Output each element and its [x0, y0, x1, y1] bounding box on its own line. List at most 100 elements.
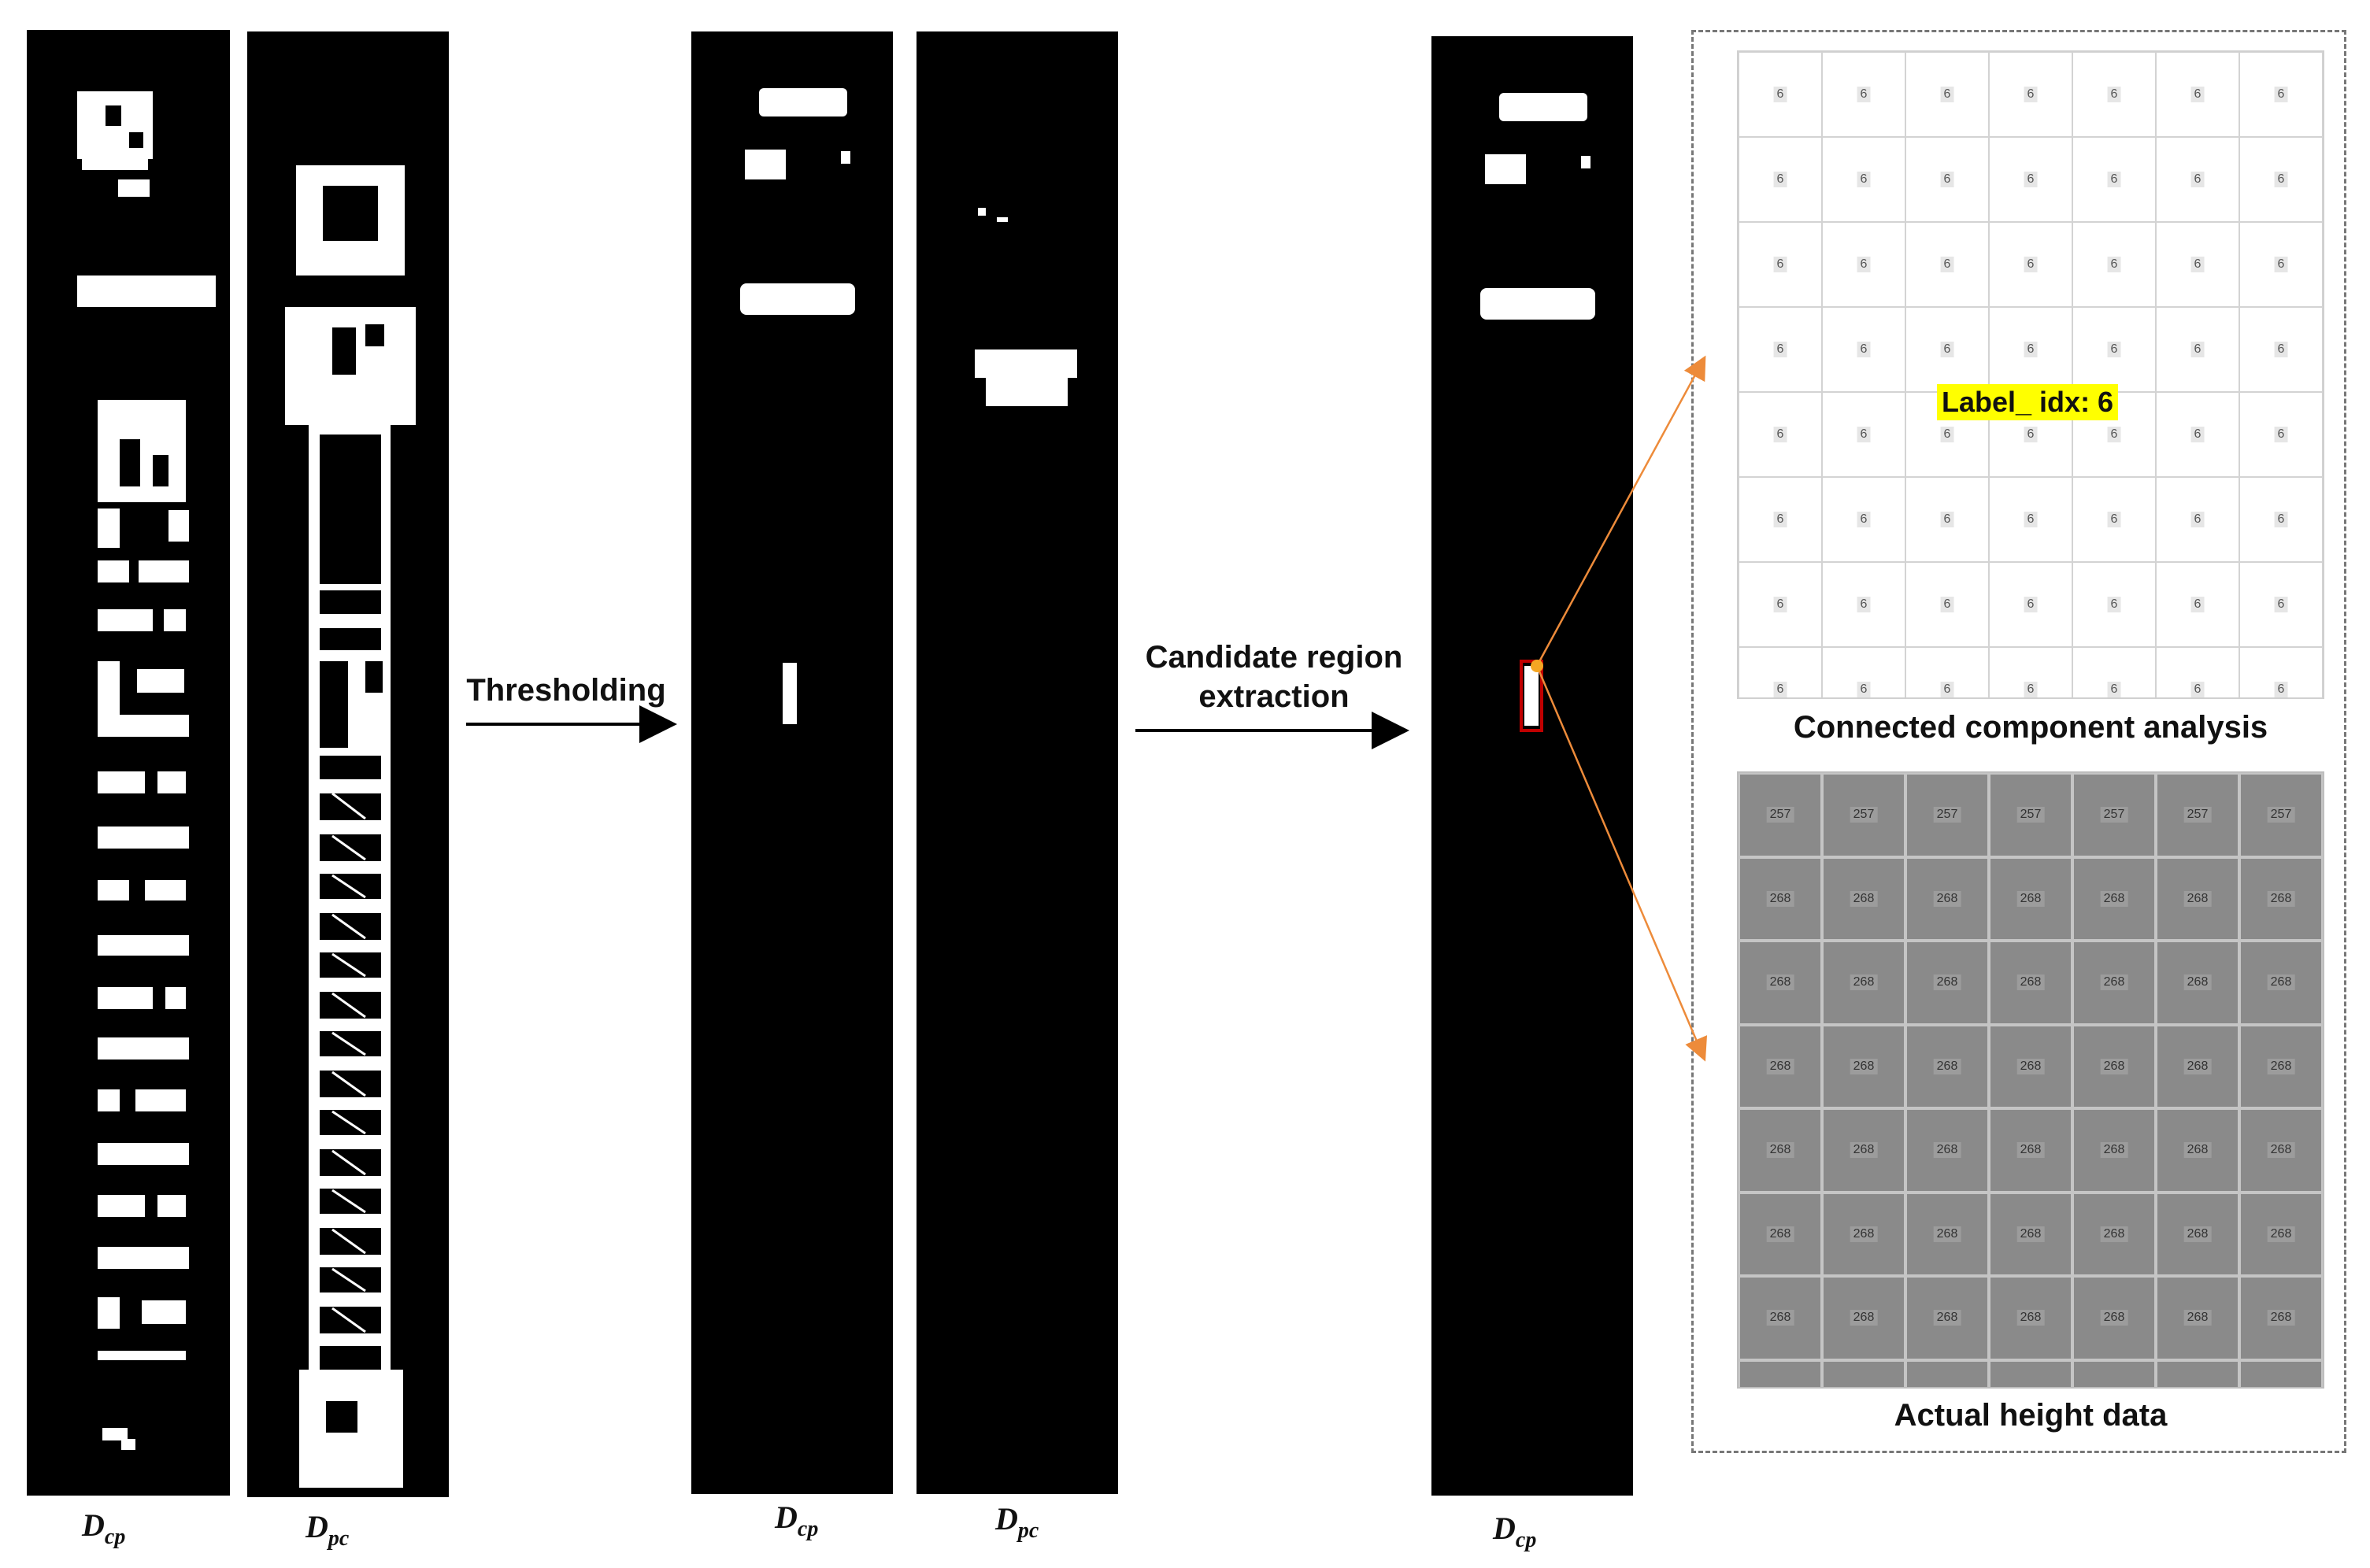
grid-cell: 268: [1905, 1359, 1989, 1387]
grid-cell-value: 6: [1940, 87, 1954, 102]
grid-cell-value: 257: [1933, 807, 1961, 823]
grid-cell-value: 6: [2190, 597, 2205, 612]
grid-cell: 6: [2156, 52, 2239, 137]
threshold-dcp-label: Dcp: [775, 1499, 818, 1541]
grid-cell: 6: [2156, 307, 2239, 392]
grid-cell-value: 268: [1850, 1142, 1878, 1159]
grid-cell-value: 6: [2107, 87, 2121, 102]
grid-cell: 6: [2156, 392, 2239, 477]
grid-cell: 268: [1905, 1024, 1989, 1108]
thresholding-label: Thresholding: [466, 673, 666, 708]
connected-component-caption: Connected component analysis: [1793, 710, 2268, 745]
label-main: D: [775, 1500, 798, 1535]
grid-cell-value: 268: [2016, 890, 2045, 907]
grid-cell: 6: [1905, 477, 1989, 562]
grid-cell: 6: [1739, 307, 1822, 392]
grid-cell: 6: [1739, 647, 1822, 697]
grid-cell-value: 268: [2016, 974, 2045, 991]
grid-cell: 268: [1905, 1192, 1989, 1276]
grid-cell: 6: [1989, 52, 2072, 137]
grid-cell-value: 268: [1933, 1142, 1961, 1159]
grid-cell-value: 6: [2024, 257, 2038, 272]
grid-cell: 268: [2239, 1108, 2323, 1193]
grid-cell: 6: [2239, 307, 2323, 392]
grid-cell-value: 6: [1940, 342, 1954, 357]
grid-cell: 268: [2239, 856, 2323, 941]
grid-cell: 6: [1739, 562, 1822, 647]
grid-cell-value: 6: [2107, 597, 2121, 612]
grid-cell: 268: [1739, 856, 1822, 941]
grid-cell-value: 6: [1857, 427, 1871, 442]
grid-cell: 6: [2072, 562, 2156, 647]
grid-cell-value: 6: [1857, 257, 1871, 272]
grid-cell-value: 268: [2267, 1142, 2295, 1159]
grid-cell: 6: [2239, 392, 2323, 477]
grid-cell: 268: [1989, 1108, 2072, 1193]
grid-cell-value: 268: [1766, 1058, 1794, 1074]
grid-cell-value: 6: [1940, 597, 1954, 612]
grid-cell-value: 6: [1857, 172, 1871, 187]
grid-cell-value: 268: [2016, 1142, 2045, 1159]
grid-cell: 268: [2072, 941, 2156, 1025]
input-dpc-mask: [285, 165, 416, 1488]
grid-cell: 268: [2239, 941, 2323, 1025]
grid-cell-value: 6: [2190, 87, 2205, 102]
grid-cell-value: 6: [2024, 87, 2038, 102]
grid-cell-value: 268: [2100, 890, 2128, 907]
grid-cell-value: 6: [1940, 257, 1954, 272]
candidate-point: [1531, 660, 1543, 672]
grid-cell: 268: [2156, 1108, 2239, 1193]
grid-cell: 268: [2072, 856, 2156, 941]
label-subscript: pc: [1017, 1518, 1039, 1543]
grid-cell-value: 268: [1850, 1226, 1878, 1242]
grid-cell: 268: [1822, 941, 1905, 1025]
grid-cell: 6: [1905, 52, 1989, 137]
grid-cell-value: 268: [2183, 1310, 2212, 1326]
grid-cell: 268: [1739, 1359, 1822, 1387]
grid-cell-value: 268: [1766, 1142, 1794, 1159]
grid-cell-value: 6: [2274, 427, 2288, 442]
grid-cell: 268: [1905, 1108, 1989, 1193]
grid-cell-value: 6: [2024, 597, 2038, 612]
candidate-label-line1: Candidate region: [1145, 640, 1403, 675]
threshold-dpc-panel: [917, 31, 1118, 1494]
grid-cell: 6: [2239, 647, 2323, 697]
grid-cell-value: 6: [1773, 682, 1787, 697]
threshold-dpc-mask: [975, 208, 1077, 406]
grid-cell: 268: [2156, 941, 2239, 1025]
grid-cell-value: 268: [2267, 890, 2295, 907]
grid-cell-value: 268: [2183, 974, 2212, 991]
grid-cell-value: 6: [2107, 257, 2121, 272]
grid-cell-value: 6: [1773, 342, 1787, 357]
grid-cell: 257: [2156, 773, 2239, 857]
grid-cell: 6: [2156, 477, 2239, 562]
label-main: D: [82, 1507, 105, 1543]
grid-cell-value: 6: [2274, 342, 2288, 357]
grid-cell: 268: [1989, 1276, 2072, 1360]
grid-cell: 268: [2239, 1024, 2323, 1108]
grid-cell: 6: [1905, 562, 1989, 647]
grid-cell-value: 268: [2183, 1058, 2212, 1074]
grid-cell-value: 6: [2190, 172, 2205, 187]
grid-cell: 6: [2072, 222, 2156, 307]
grid-cell: 6: [2156, 647, 2239, 697]
grid-cell-value: 6: [2190, 512, 2205, 527]
grid-cell-value: 6: [1857, 597, 1871, 612]
grid-cell: 6: [1905, 137, 1989, 222]
grid-cell-value: 268: [1850, 1310, 1878, 1326]
grid-cell: 6: [1905, 222, 1989, 307]
label-main: D: [1493, 1511, 1516, 1546]
grid-cell-value: 6: [1773, 512, 1787, 527]
grid-cell: 6: [1989, 477, 2072, 562]
grid-cell-value: 268: [1850, 974, 1878, 991]
arrow-to-label-grid: [1535, 355, 1706, 667]
grid-cell: 268: [1739, 1276, 1822, 1360]
grid-cell: 268: [1905, 856, 1989, 941]
grid-cell-value: 6: [1773, 257, 1787, 272]
grid-cell-value: 6: [2024, 682, 2038, 697]
input-dcp-label: Dcp: [82, 1507, 125, 1549]
grid-cell: 6: [2239, 222, 2323, 307]
grid-cell: 6: [2239, 52, 2323, 137]
threshold-dcp-mask: [740, 88, 855, 724]
grid-cell: 268: [1739, 941, 1822, 1025]
